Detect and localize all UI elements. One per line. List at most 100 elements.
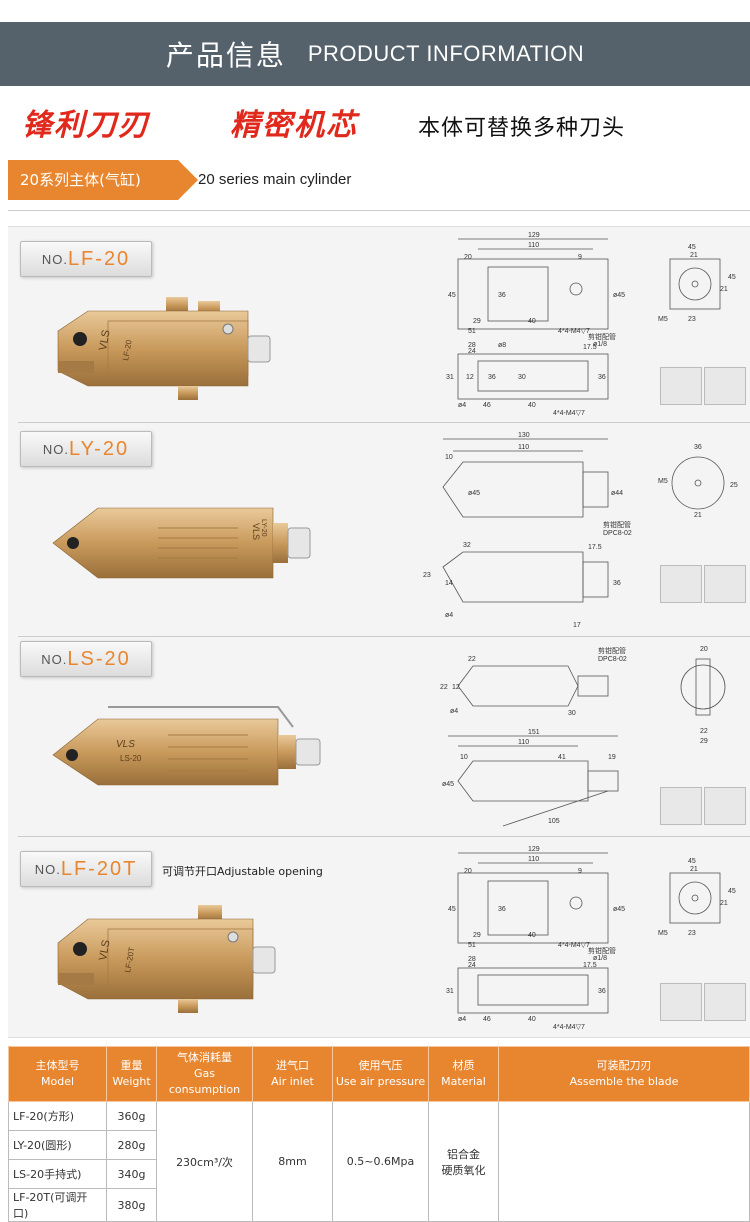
svg-text:22: 22 (700, 728, 708, 735)
plate-model: LF-20 (67, 247, 131, 270)
svg-text:24: 24 (468, 348, 476, 355)
section-divider (18, 836, 750, 837)
svg-text:151: 151 (528, 729, 540, 736)
body-model: LS-20 (120, 754, 142, 763)
svg-text:ø1/8: ø1/8 (593, 341, 607, 348)
model-plate-lf20: NO. LF-20 (20, 241, 152, 277)
svg-text:129: 129 (528, 846, 540, 853)
plate-model: LY-20 (69, 437, 130, 460)
plate-no: NO. (41, 651, 68, 667)
plate-no: NO. (42, 441, 70, 457)
series-tag: 20系列主体(气缸) (8, 160, 198, 200)
cell-weight: 340g (106, 1159, 157, 1189)
svg-text:22: 22 (468, 656, 476, 663)
blade-thumbnail (704, 565, 746, 603)
section-divider (18, 422, 750, 423)
svg-text:40: 40 (528, 402, 536, 409)
svg-text:40: 40 (528, 318, 536, 325)
svg-text:36: 36 (598, 988, 606, 995)
svg-text:25: 25 (730, 482, 738, 489)
svg-text:21: 21 (690, 252, 698, 259)
section-lf20: NO. LF-20 VLS LF-20 (8, 227, 750, 423)
svg-text:45: 45 (688, 244, 696, 251)
slogan-precision-core: 精密机芯 (230, 108, 358, 143)
body-mark: VLS (97, 939, 112, 962)
drawing-ly20: 130 110 10 ø45 ø44 剪钳配管 DPC8-02 32 17.5 … (423, 432, 632, 629)
svg-text:M5: M5 (658, 478, 668, 485)
cell-blade (498, 1101, 750, 1222)
section-divider (18, 636, 750, 637)
svg-text:4*4-M4▽7: 4*4-M4▽7 (553, 410, 585, 417)
model-plate-ls20: NO. LS-20 (20, 641, 152, 677)
cell-weight: 280g (106, 1130, 157, 1160)
svg-text:45: 45 (728, 274, 736, 281)
blade-thumbnail (660, 983, 702, 1021)
svg-text:ø4: ø4 (458, 1016, 466, 1023)
cell-inlet: 8mm (252, 1101, 333, 1222)
body-model: LY-20 (260, 519, 267, 537)
svg-text:30: 30 (568, 710, 576, 717)
header-title-en: PRODUCT INFORMATION (307, 41, 585, 66)
svg-text:4*4-M4▽7: 4*4-M4▽7 (558, 942, 590, 949)
divider (8, 210, 750, 211)
svg-text:30: 30 (518, 374, 526, 381)
svg-text:31: 31 (446, 374, 454, 381)
svg-text:41: 41 (558, 754, 566, 761)
svg-text:21: 21 (690, 866, 698, 873)
svg-text:ø4: ø4 (445, 612, 453, 619)
svg-text:9: 9 (578, 254, 582, 261)
svg-text:40: 40 (528, 1016, 536, 1023)
svg-text:36: 36 (598, 374, 606, 381)
svg-text:ø45: ø45 (613, 906, 625, 913)
svg-text:45: 45 (688, 858, 696, 865)
svg-text:105: 105 (548, 818, 560, 825)
drawing-ls20-end: 20 22 29 (680, 646, 726, 745)
cell-model: LF-20T(可调开口) (8, 1188, 107, 1222)
svg-text:36: 36 (613, 580, 621, 587)
body-model: LF-20T (123, 946, 136, 973)
svg-text:19: 19 (608, 754, 616, 761)
svg-text:21: 21 (720, 900, 728, 907)
drawing-lf20-top-side: 129 110 9 20 45 36 ø45 29 40 51 4*4-M4▽7… (446, 232, 625, 417)
svg-text:29: 29 (473, 318, 481, 325)
plate-model: LF-20T (60, 857, 138, 880)
svg-text:17.5: 17.5 (588, 544, 602, 551)
svg-text:12: 12 (452, 684, 460, 691)
drawing-ly20-end: 36 M5 25 21 (658, 444, 738, 519)
svg-text:36: 36 (498, 292, 506, 299)
slogan-replaceable: 本体可替换多种刀头 (418, 116, 626, 141)
svg-text:10: 10 (445, 454, 453, 461)
svg-text:14: 14 (445, 580, 453, 587)
svg-text:21: 21 (694, 512, 702, 519)
svg-text:ø45: ø45 (613, 292, 625, 299)
svg-text:29: 29 (473, 932, 481, 939)
svg-text:23: 23 (688, 930, 696, 937)
body-mark: VLS (251, 523, 261, 540)
svg-text:29: 29 (700, 738, 708, 745)
blade-thumbnail (660, 565, 702, 603)
drawing-lf20t-end: 45 21 45 21 M5 23 (658, 858, 736, 937)
svg-text:20: 20 (700, 646, 708, 653)
svg-text:ø45: ø45 (468, 490, 480, 497)
svg-text:DPC8-02: DPC8-02 (603, 530, 632, 537)
body-mark: VLS (116, 739, 135, 750)
slogan-bar: 锋利刀刃 精密机芯 本体可替换多种刀头 (0, 96, 750, 144)
svg-text:20: 20 (464, 254, 472, 261)
svg-text:28: 28 (468, 956, 476, 963)
svg-text:剪钳配管: 剪钳配管 (603, 520, 631, 529)
cell-model: LY-20(圆形) (8, 1130, 107, 1160)
product-image-lf20: VLS LF-20 (57, 297, 271, 400)
section-ls20: NO. LS-20 VLS LS-20 (8, 637, 750, 837)
plate-no: NO. (41, 251, 68, 267)
svg-text:17.5: 17.5 (583, 962, 597, 969)
plate-no: NO. (34, 861, 61, 877)
svg-text:40: 40 (528, 932, 536, 939)
table-row: LF-20(方形) 360g 230cm³/次 8mm 0.5~0.6Mpa 铝… (8, 1101, 750, 1222)
table-row: LS-20手持式) 340g (8, 1159, 750, 1189)
